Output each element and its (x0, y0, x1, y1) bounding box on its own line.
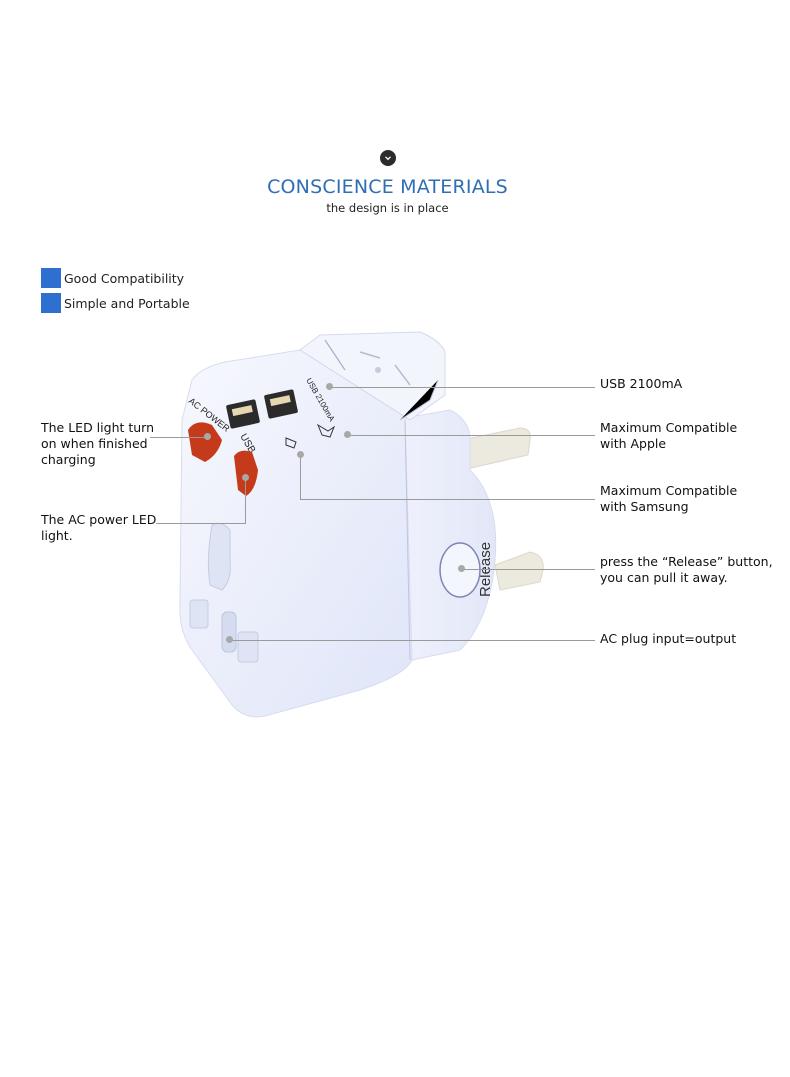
feature-label: Simple and Portable (64, 295, 190, 311)
callout-ac-plug: AC plug input=output (600, 631, 737, 646)
callout-line (230, 640, 595, 641)
callout-dot (297, 451, 304, 458)
callout-usb-rating: USB 2100mA (600, 376, 683, 391)
callout-ac-power-led: The AC power LED light. (41, 512, 157, 543)
callout-dot (226, 636, 233, 643)
blue-square-icon (41, 293, 61, 313)
callout-dot (458, 565, 465, 572)
callout-dot (204, 433, 211, 440)
section-subtitle: the design is in place (326, 201, 449, 215)
callout-dot (326, 383, 333, 390)
callout-line (156, 523, 246, 524)
callout-line (462, 569, 595, 570)
feature-label: Good Compatibility (64, 270, 185, 286)
blue-square-icon (41, 268, 61, 288)
callout-line (300, 455, 301, 500)
callout-dot (242, 474, 249, 481)
callout-dot (344, 431, 351, 438)
callout-line (348, 435, 595, 436)
callout-apple-compatible: Maximum Compatible with Apple (600, 420, 738, 451)
callout-samsung-compatible: Maximum Compatible with Samsung (600, 483, 738, 514)
feature-item: Simple and Portable (41, 293, 190, 313)
feature-item: Good Compatibility (41, 268, 184, 288)
callout-line (300, 499, 595, 500)
callout-release-button: press the “Release” button, you can pull… (600, 554, 773, 585)
callout-line (150, 437, 208, 438)
callout-led-finished-charging: The LED light turn on when finished char… (41, 420, 155, 467)
callout-line (330, 387, 595, 388)
section-title: CONSCIENCE MATERIALS (267, 176, 508, 198)
chevron-down-icon (380, 150, 396, 166)
callout-line (245, 478, 246, 524)
